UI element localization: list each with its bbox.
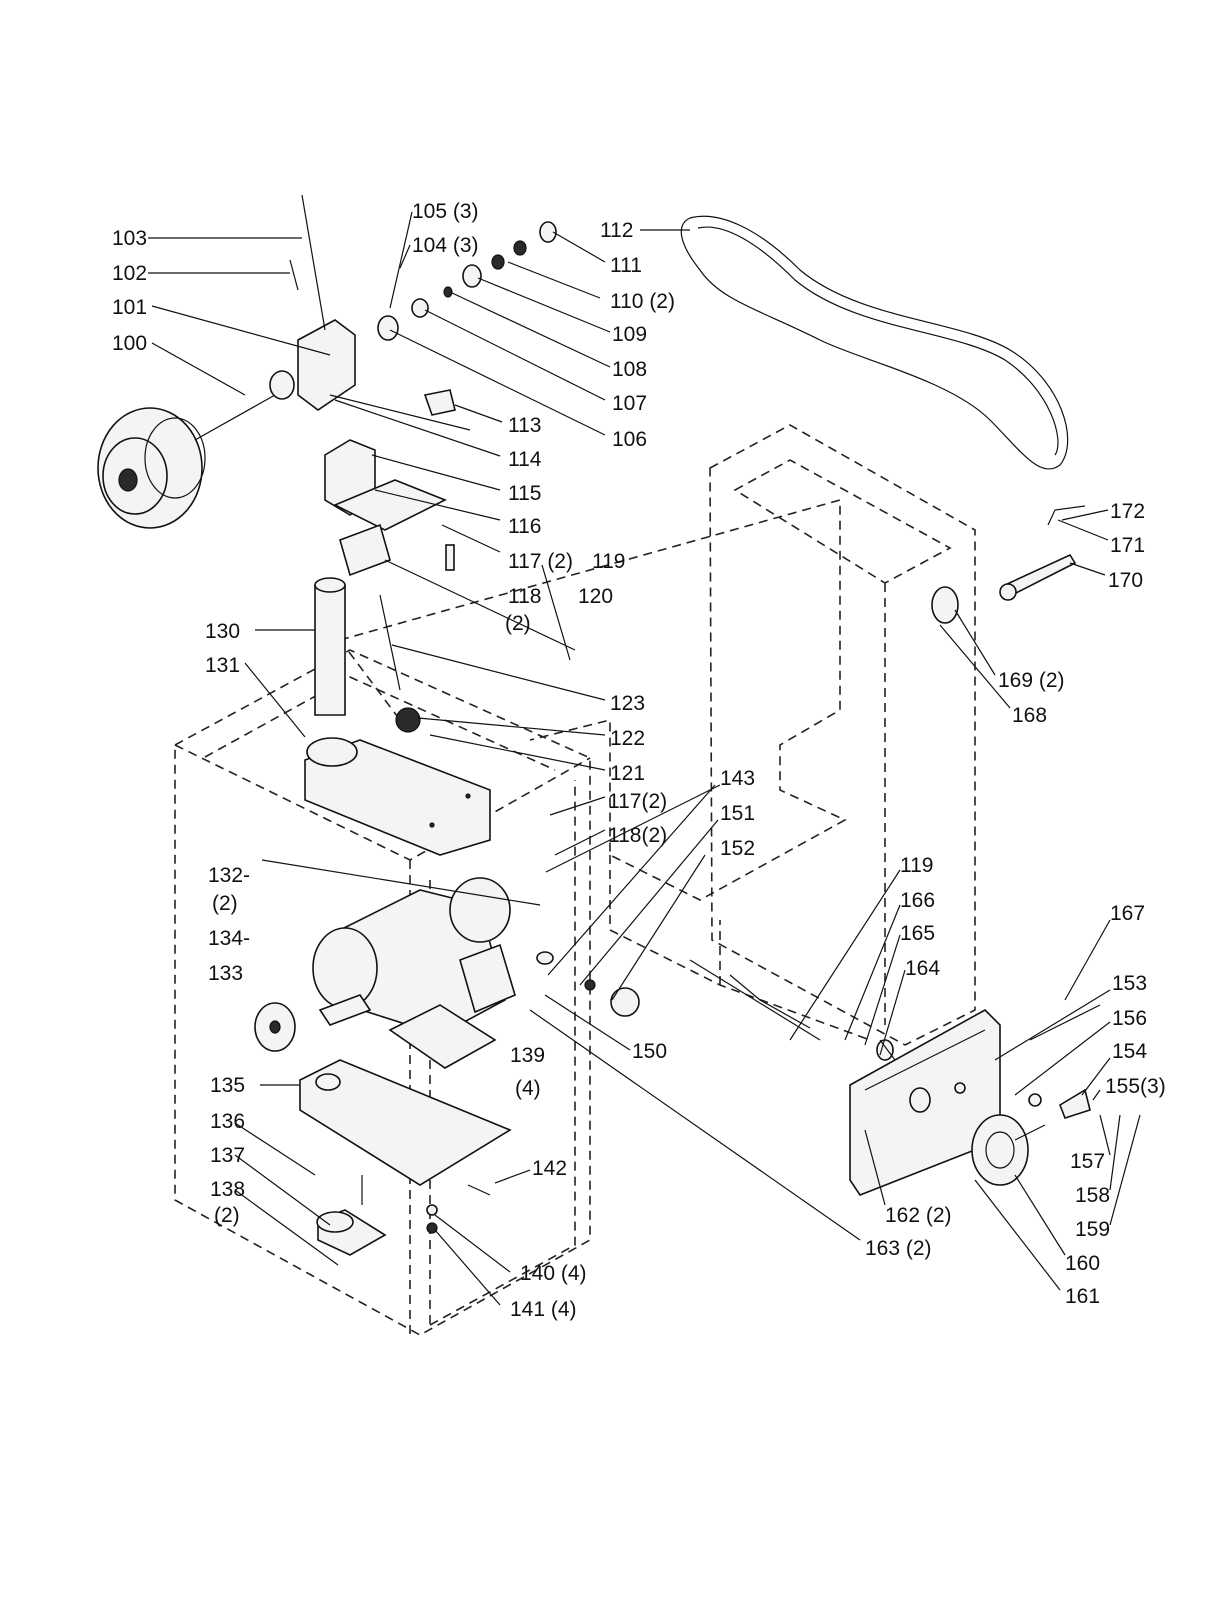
label-143: 143	[720, 767, 755, 790]
label-118a: 118	[508, 585, 541, 608]
belt-112	[680, 215, 1069, 470]
label-160: 160	[1065, 1252, 1100, 1275]
leader-lines	[148, 211, 1141, 1306]
label-169: 169 (2)	[998, 669, 1065, 692]
label-109: 109	[612, 323, 647, 346]
label-139: 139	[510, 1044, 545, 1067]
label-119b: 119	[900, 854, 933, 877]
part-labels: 103 102 101 100 105 (3) 104 (3) 112 111 …	[112, 200, 1166, 1321]
label-164: 164	[905, 957, 940, 980]
label-162: 162 (2)	[885, 1204, 952, 1227]
label-117a: 117 (2)	[508, 550, 573, 573]
label-115: 115	[508, 482, 541, 505]
label-137: 137	[210, 1144, 245, 1167]
label-166: 166	[900, 889, 935, 912]
label-165: 165	[900, 922, 935, 945]
label-150: 150	[632, 1040, 667, 1063]
label-114: 114	[508, 448, 542, 471]
label-158: 158	[1075, 1184, 1110, 1207]
label-151: 151	[720, 802, 755, 825]
label-134: 134-	[208, 927, 250, 950]
label-110: 110 (2)	[610, 290, 675, 313]
cabinet-outline	[174, 424, 976, 1336]
label-132: 132-	[208, 864, 250, 887]
label-161: 161	[1065, 1285, 1100, 1308]
label-156: 156	[1112, 1007, 1147, 1030]
label-132-qty: (2)	[212, 892, 238, 915]
label-139-qty: (4)	[515, 1077, 541, 1100]
label-155: 155(3)	[1105, 1075, 1166, 1098]
label-111: 111	[610, 254, 642, 277]
label-172: 172	[1110, 500, 1145, 523]
label-133: 133	[208, 962, 243, 985]
label-104: 104 (3)	[412, 234, 479, 257]
label-171: 171	[1110, 534, 1145, 557]
label-153: 153	[1112, 972, 1147, 995]
label-140: 140 (4)	[520, 1262, 587, 1285]
label-122: 122	[610, 727, 645, 750]
label-101: 101	[112, 296, 147, 319]
label-105: 105 (3)	[412, 200, 479, 223]
label-163: 163 (2)	[865, 1237, 932, 1260]
label-135: 135	[210, 1074, 245, 1097]
label-103: 103	[112, 227, 147, 250]
label-138-qty: (2)	[214, 1204, 240, 1227]
column-and-arm	[304, 577, 491, 856]
label-123: 123	[610, 692, 645, 715]
label-107: 107	[612, 392, 647, 415]
tools	[931, 505, 1086, 624]
label-112: 112	[600, 219, 633, 242]
label-100: 100	[112, 332, 147, 355]
label-159: 159	[1075, 1218, 1110, 1241]
label-118a-qty: (2)	[505, 612, 531, 635]
label-157: 157	[1070, 1150, 1105, 1173]
label-152: 152	[720, 837, 755, 860]
label-118b: 118(2)	[608, 824, 667, 847]
label-167: 167	[1110, 902, 1145, 925]
label-108: 108	[612, 358, 647, 381]
label-117b: 117(2)	[608, 790, 667, 813]
label-142: 142	[532, 1157, 567, 1180]
label-121: 121	[610, 762, 645, 785]
label-130: 130	[205, 620, 240, 643]
motor	[254, 877, 516, 1256]
label-102: 102	[112, 262, 147, 285]
handwheel-assembly	[536, 951, 1101, 1196]
label-119a: 119	[592, 550, 625, 573]
label-141: 141 (4)	[510, 1298, 577, 1321]
label-170: 170	[1108, 569, 1143, 592]
label-120: 120	[578, 585, 613, 608]
label-131: 131	[205, 654, 240, 677]
label-116: 116	[508, 515, 541, 538]
pulley-assembly	[97, 194, 576, 733]
label-106: 106	[612, 428, 647, 451]
label-168: 168	[1012, 704, 1047, 727]
label-138: 138	[210, 1178, 245, 1201]
label-113: 113	[508, 414, 541, 437]
label-136: 136	[210, 1110, 245, 1133]
label-154: 154	[1112, 1040, 1147, 1063]
